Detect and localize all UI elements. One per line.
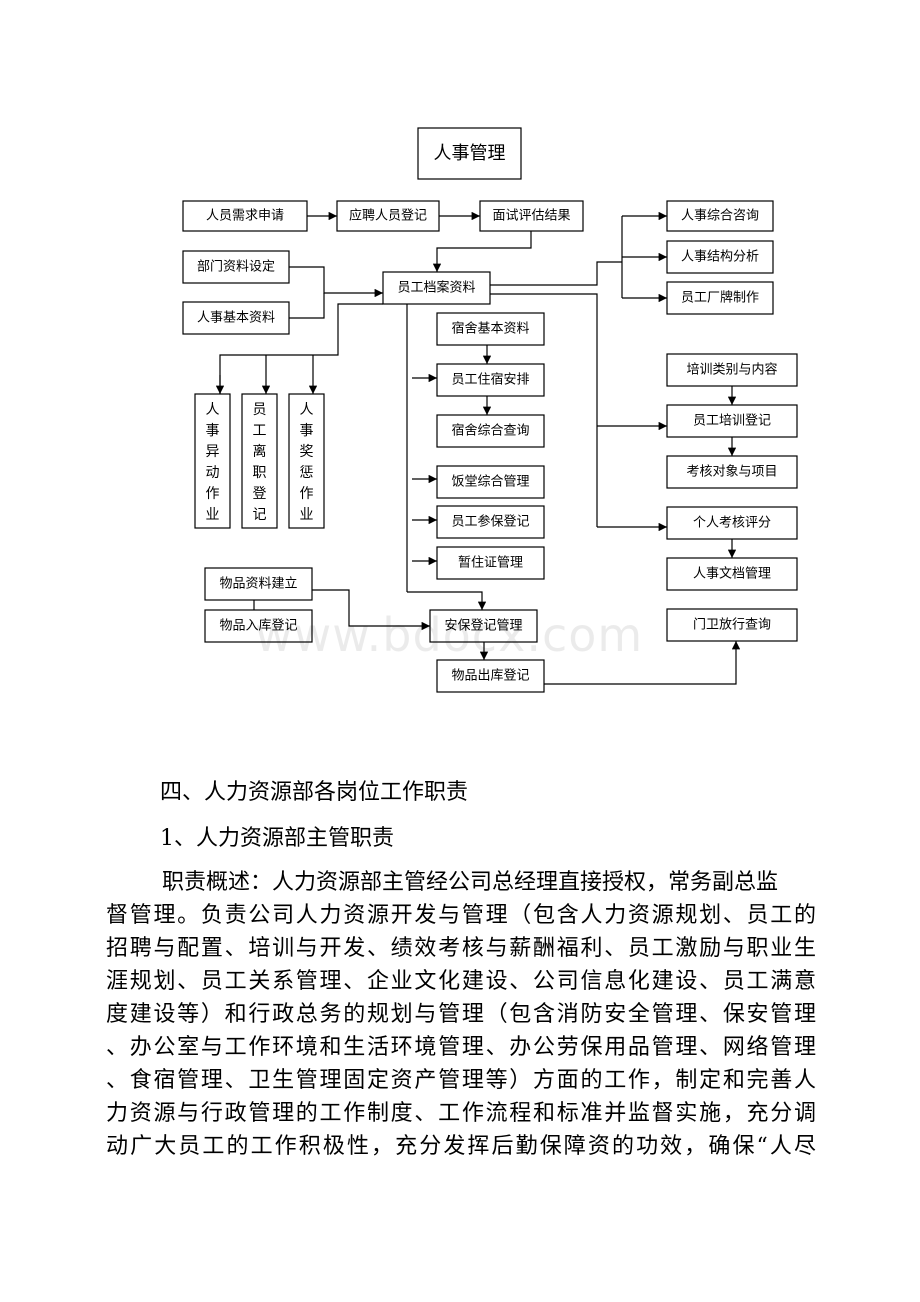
paragraph-line: 力资源与行政管理的工作制度、工作流程和标准并监督实施，充分调 xyxy=(106,1101,816,1126)
node-applicant-register-label: 应聘人员登记 xyxy=(349,208,427,224)
node-item-data: 物品资料建立 xyxy=(204,567,313,601)
node-badge-making-label: 员工厂牌制作 xyxy=(681,290,759,306)
node-reward-ops: 人事奖惩作业 xyxy=(288,393,325,529)
node-security-register-label: 安保登记管理 xyxy=(444,619,522,634)
node-hr-basic-data-label: 人事基本资料 xyxy=(197,311,275,326)
node-resignation-register: 员工离职登记 xyxy=(241,393,278,529)
node-hr-consult-label: 人事综合咨询 xyxy=(681,209,759,224)
node-transfer-ops: 人事异动作业 xyxy=(194,393,231,529)
node-item-out-label: 物品出库登记 xyxy=(451,668,529,684)
node-insurance-register: 员工参保登记 xyxy=(436,505,545,539)
node-dorm-basic-label: 宿舍基本资料 xyxy=(451,321,529,337)
paragraph-line: 、办公室与工作环境和生活环境管理、办公劳保用品管理、网络管理 xyxy=(106,1035,816,1060)
node-item-out: 物品出库登记 xyxy=(436,659,545,693)
node-employee-file: 员工档案资料 xyxy=(382,271,491,305)
node-hr-archive: 人事文档管理 xyxy=(666,557,798,591)
node-dorm-arrange-label: 员工住宿安排 xyxy=(451,372,529,388)
node-badge-making: 员工厂牌制作 xyxy=(666,281,774,315)
node-root-label: 人事管理 xyxy=(434,143,506,164)
paragraph-line: 、食宿管理、卫生管理固定资产管理等）方面的工作，制定和完善人 xyxy=(106,1068,816,1093)
paragraph-line: 涯规划、员工关系管理、企业文化建设、公司信息化建设、员工满意 xyxy=(106,969,816,994)
paragraph-line: 度建设等）和行政总务的规划与管理（包含消防安全管理、保安管理 xyxy=(106,1002,816,1027)
section-heading: 四、人力资源部各岗位工作职责 xyxy=(160,780,469,805)
node-interview-result-label: 面试评估结果 xyxy=(492,209,570,224)
node-staff-request: 人员需求申请 xyxy=(182,200,308,232)
node-staff-request-label: 人员需求申请 xyxy=(206,209,284,224)
sub-heading: 1、人力资源部主管职责 xyxy=(160,826,394,851)
node-item-in: 物品入库登记 xyxy=(204,609,313,643)
node-root: 人事管理 xyxy=(417,127,522,180)
node-temp-residence: 暂住证管理 xyxy=(436,546,545,580)
node-personal-assess: 个人考核评分 xyxy=(666,506,798,540)
node-assess-target-label: 考核对象与项目 xyxy=(686,465,777,480)
node-canteen-mgmt-label: 饭堂综合管理 xyxy=(451,475,529,490)
node-hr-basic-data: 人事基本资料 xyxy=(182,301,290,335)
node-temp-residence-label: 暂住证管理 xyxy=(458,556,523,571)
paragraph-line: 职责概述：人力资源部主管经公司总经理直接授权，常务副总监 xyxy=(162,870,779,895)
node-gate-query-label: 门卫放行查询 xyxy=(693,618,771,633)
paragraph-line: 招聘与配置、培训与开发、绩效考核与薪酬福利、员工激励与职业生 xyxy=(106,936,816,961)
node-dept-data-setup-label: 部门资料设定 xyxy=(197,260,275,275)
node-resignation-register-label: 员工离职登记 xyxy=(253,402,267,523)
node-dept-data-setup: 部门资料设定 xyxy=(182,250,290,284)
node-item-data-label: 物品资料建立 xyxy=(219,577,297,592)
node-training-register: 员工培训登记 xyxy=(666,404,798,438)
paragraph-line: 动广大员工的工作积极性，充分发挥后勤保障资的功效，确保“人尽 xyxy=(106,1134,816,1159)
node-employee-file-label: 员工档案资料 xyxy=(397,281,475,296)
node-training-type: 培训类别与内容 xyxy=(666,353,798,387)
node-gate-query: 门卫放行查询 xyxy=(666,608,798,642)
node-dorm-basic: 宿舍基本资料 xyxy=(436,312,545,346)
node-hr-archive-label: 人事文档管理 xyxy=(693,567,771,582)
paragraph-line: 督管理。负责公司人力资源开发与管理（包含人力资源规划、员工的 xyxy=(106,903,816,928)
node-applicant-register: 应聘人员登记 xyxy=(336,200,440,232)
node-security-register: 安保登记管理 xyxy=(429,609,538,643)
node-training-register-label: 员工培训登记 xyxy=(693,413,771,429)
node-item-in-label: 物品入库登记 xyxy=(219,618,297,634)
node-training-type-label: 培训类别与内容 xyxy=(686,362,777,378)
node-hr-structure: 人事结构分析 xyxy=(666,240,774,274)
hr-management-flowchart: 人事管理 人员需求申请 应聘人员登记 面试评估结果 部门资料设定 人事基本资料 xyxy=(182,127,798,693)
node-dorm-query: 宿舍综合查询 xyxy=(436,414,545,448)
node-insurance-register-label: 员工参保登记 xyxy=(451,514,529,530)
node-hr-consult: 人事综合咨询 xyxy=(666,200,774,232)
node-dorm-arrange: 员工住宿安排 xyxy=(436,363,545,397)
node-personal-assess-label: 个人考核评分 xyxy=(693,516,771,531)
node-assess-target: 考核对象与项目 xyxy=(666,455,798,489)
duty-paragraph: 职责概述：人力资源部主管经公司总经理直接授权，常务副总监 督管理。负责公司人力资… xyxy=(106,868,816,1165)
node-reward-ops-label: 人事奖惩作业 xyxy=(300,402,314,523)
node-interview-result: 面试评估结果 xyxy=(479,200,584,232)
node-dorm-query-label: 宿舍综合查询 xyxy=(451,423,529,439)
node-hr-structure-label: 人事结构分析 xyxy=(681,250,759,265)
node-transfer-ops-label: 人事异动作业 xyxy=(206,402,220,523)
node-canteen-mgmt: 饭堂综合管理 xyxy=(436,465,545,499)
